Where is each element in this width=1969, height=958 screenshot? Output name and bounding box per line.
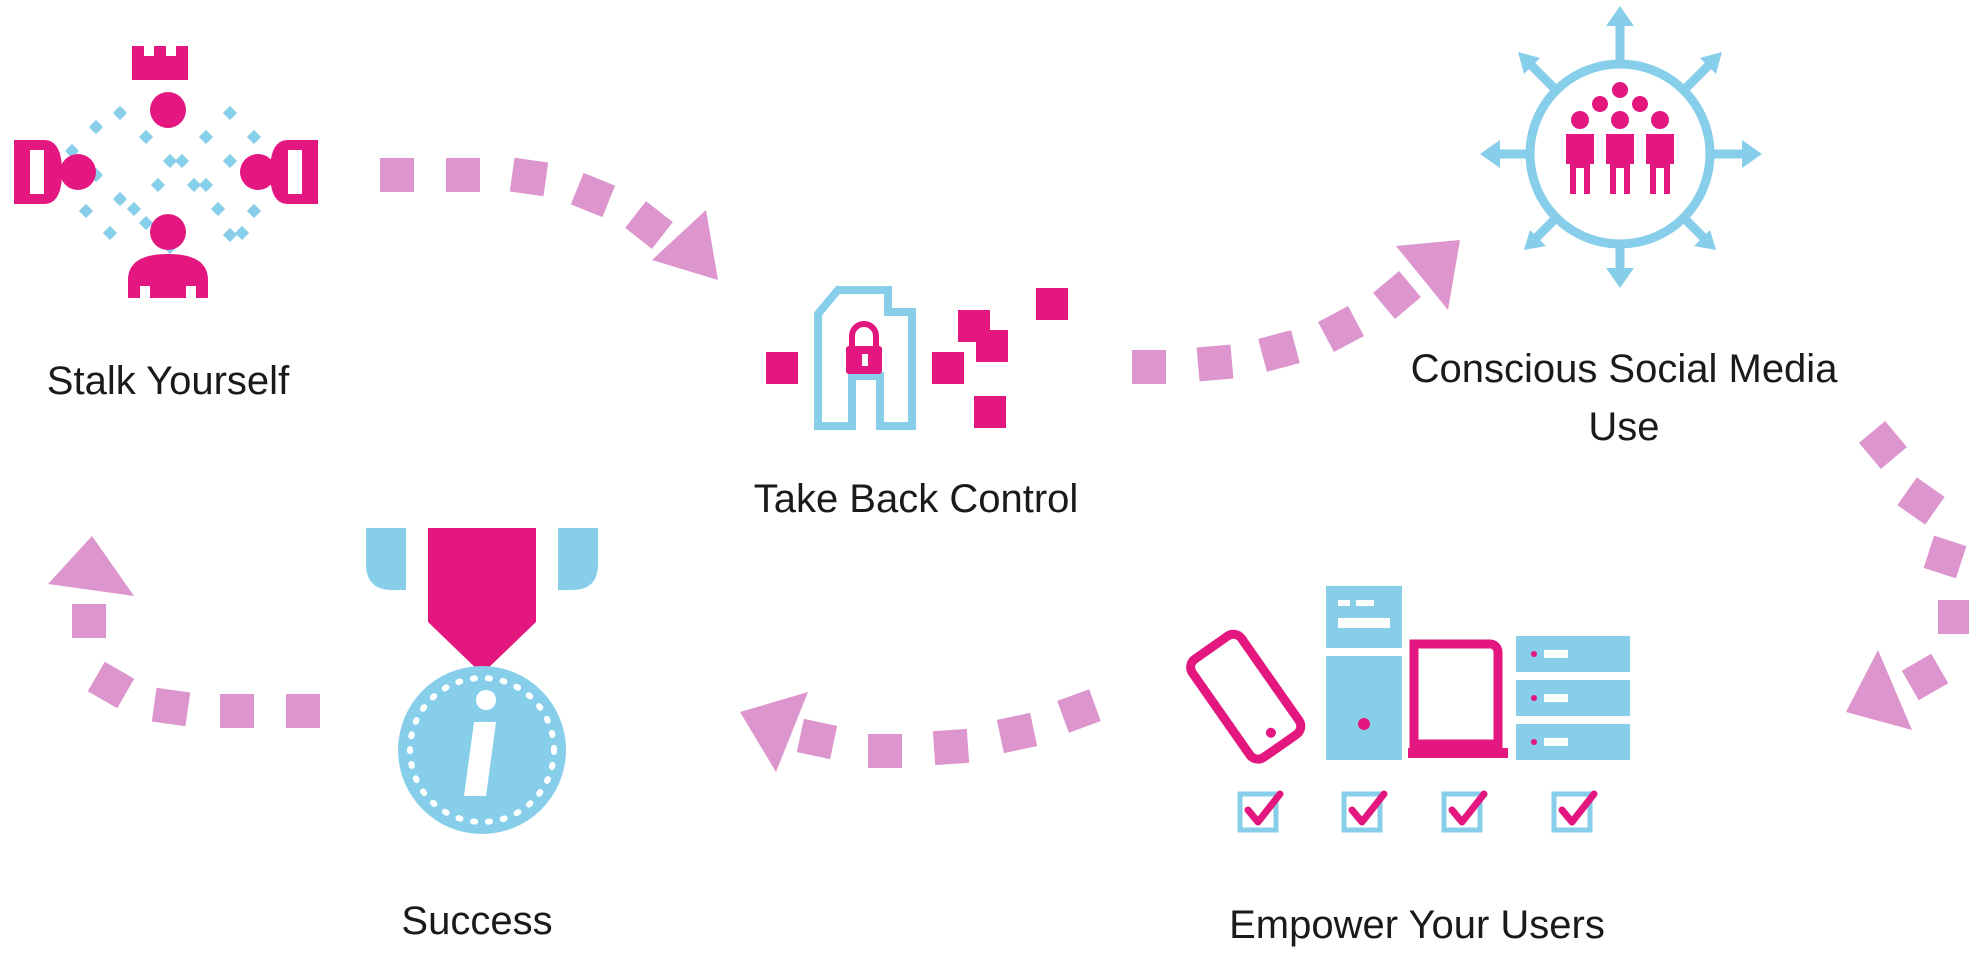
arrow-conscious-to-empower <box>1846 421 1969 730</box>
step-label-empower-your-users: Empower Your Users <box>1229 903 1605 947</box>
arrow-stalk-to-control <box>380 157 718 280</box>
lock-document-icon <box>766 286 1068 430</box>
arrow-control-to-conscious <box>1132 240 1460 384</box>
step-label-success: Success <box>401 899 553 943</box>
step-label-take-back-control: Take Back Control <box>753 477 1079 521</box>
people-grid-icon <box>14 46 318 298</box>
medal-icon <box>366 528 598 834</box>
group-network-icon <box>1480 6 1762 288</box>
devices-checklist-icon <box>1186 586 1630 833</box>
arrow-success-to-stalk <box>48 536 320 728</box>
arrow-empower-to-success <box>740 689 1101 772</box>
step-label-stalk-yourself: Stalk Yourself <box>46 359 290 403</box>
step-label-conscious-social-media-use: Conscious Social Media Use <box>1410 347 1838 449</box>
